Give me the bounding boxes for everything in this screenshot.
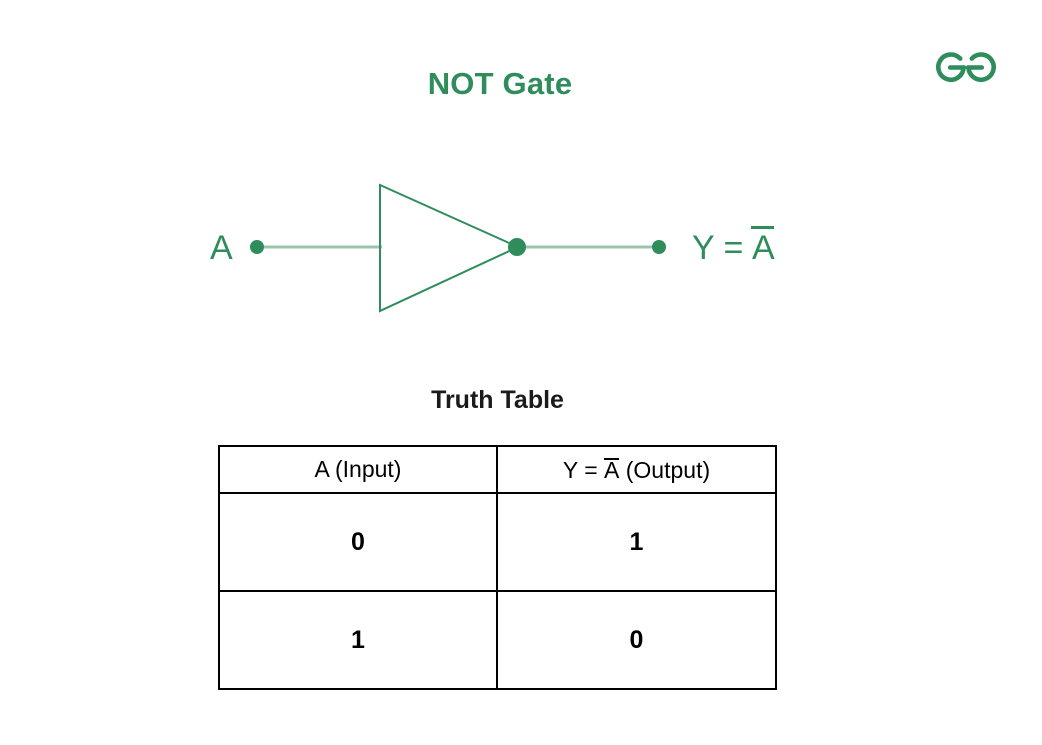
input-node-a[interactable] [250, 240, 264, 254]
output-label-prefix: Y = [692, 229, 743, 267]
output-terminal-node[interactable] [652, 240, 666, 254]
cell-input-value: 0 [218, 492, 498, 592]
column-header-output-prefix: Y = [562, 456, 605, 483]
input-label-a: A [210, 229, 233, 267]
truth-table-container: A (Input) Y = A (Output) 0 1 1 0 [218, 445, 777, 690]
column-header-output: Y = A (Output) [496, 445, 777, 494]
output-label-variable: A [752, 229, 775, 267]
inverter-triangle-icon [379, 183, 521, 313]
cell-output-value: 1 [496, 492, 777, 592]
table-row: 1 0 [218, 590, 777, 690]
geeksforgeeks-logo[interactable] [930, 44, 1002, 90]
page-title: NOT Gate [427, 66, 573, 101]
column-header-output-suffix: (Output) [619, 456, 711, 483]
output-node-y[interactable] [508, 238, 526, 256]
truth-table-body: 0 1 1 0 [218, 492, 777, 690]
not-gate-svg: A Y = A [210, 183, 775, 313]
gfg-logo-icon [936, 52, 996, 82]
column-header-input-text: A (Input) [314, 456, 402, 482]
truth-table-heading: Truth Table [431, 386, 564, 414]
output-label-overbar [751, 226, 774, 229]
truth-table: A (Input) Y = A (Output) 0 1 1 0 [218, 445, 777, 690]
cell-input-value: 1 [218, 590, 498, 690]
cell-output-value: 0 [496, 590, 777, 690]
column-header-output-barred-var: A [604, 456, 620, 483]
table-row: 0 1 [218, 492, 777, 592]
column-header-input: A (Input) [218, 445, 498, 494]
truth-table-head: A (Input) Y = A (Output) [218, 445, 777, 494]
not-gate-diagram: A Y = A [190, 160, 830, 340]
table-header-row: A (Input) Y = A (Output) [218, 445, 777, 494]
